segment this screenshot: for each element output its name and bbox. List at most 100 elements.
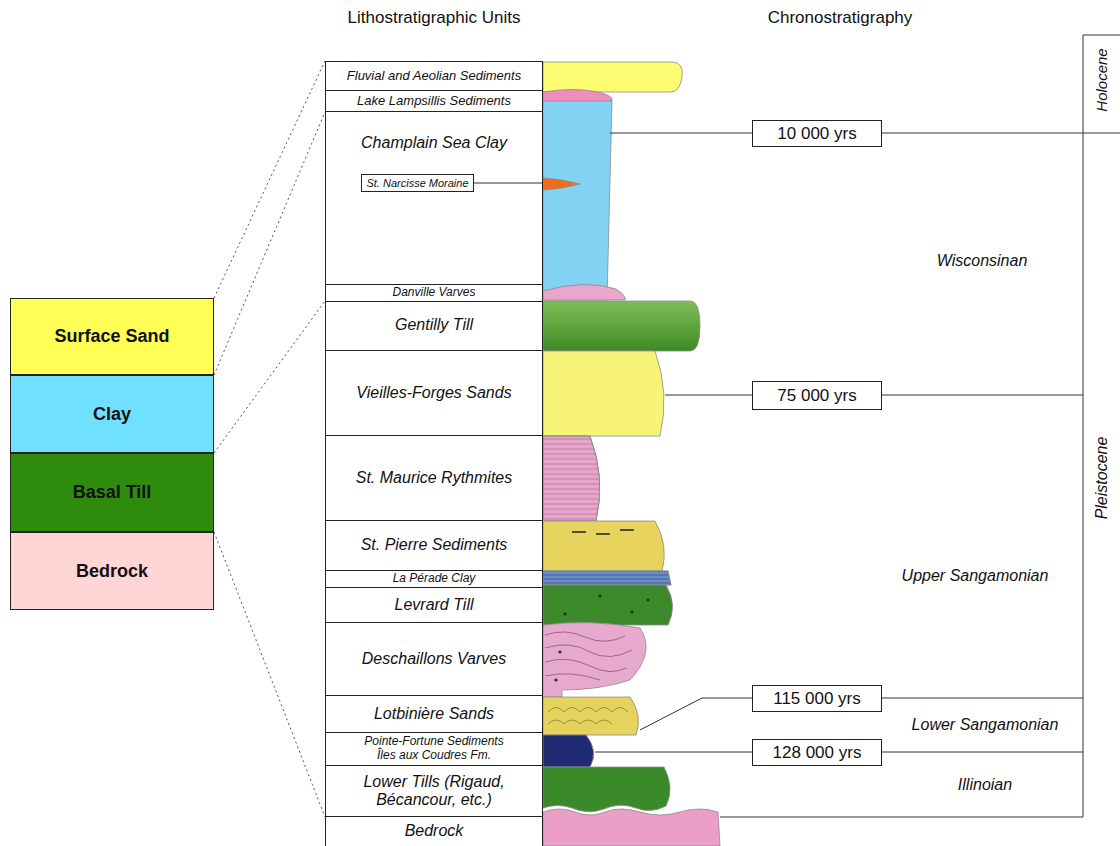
- till-layer: [543, 301, 700, 351]
- unit-name: 75 000 yrs: [777, 386, 856, 406]
- age-box: 10 000 yrs: [752, 120, 882, 147]
- unit-cell: Levrard Till: [325, 588, 543, 623]
- marine-layer: [543, 735, 594, 767]
- period-label: Lower Sangamonian: [912, 716, 1059, 734]
- unit-name: La Pérade Clay: [393, 572, 476, 586]
- unit-cell: Pointe-Fortune SedimentsÎles aux Coudres…: [325, 733, 543, 766]
- unit-name: St. Maurice Rythmites: [356, 469, 512, 487]
- group-leader: [214, 532, 325, 817]
- period-label: Wisconsinan: [937, 252, 1028, 270]
- unit-name: Pointe-Fortune Sediments: [364, 735, 503, 749]
- epoch-divider: [1083, 35, 1084, 817]
- unit-cell: Lake Lampsillis Sediments: [325, 91, 543, 112]
- unit-group-box: Bedrock: [10, 532, 214, 610]
- unit-name: Bedrock: [405, 822, 464, 840]
- group-leader: [214, 112, 325, 375]
- column-heading: Chronostratigraphy: [768, 8, 913, 28]
- moraine-leader: [470, 183, 543, 184]
- period-boundary: [882, 395, 1083, 396]
- sediment-mark: [596, 533, 610, 535]
- till-layer: [543, 767, 670, 812]
- unit-cell: La Pérade Clay: [325, 571, 543, 588]
- unit-cell: Lotbinière Sands: [325, 696, 543, 733]
- rhythmite-hatch: [543, 436, 600, 521]
- rhythmite-layer: [543, 436, 600, 521]
- varve-layer: [543, 623, 646, 697]
- crossbed-mark: [548, 720, 612, 724]
- till-layer: [543, 585, 673, 625]
- unit-cell: St. Pierre Sediments: [325, 521, 543, 571]
- unit-name: St. Pierre Sediments: [361, 536, 508, 554]
- age-box: 115 000 yrs: [752, 685, 882, 712]
- sand-layer: [543, 62, 682, 92]
- unit-name: 10 000 yrs: [777, 124, 856, 144]
- crossbed-mark: [548, 708, 628, 713]
- sediment-mark: [620, 529, 634, 531]
- age-leader: [665, 395, 752, 396]
- period-label: Upper Sangamonian: [902, 567, 1049, 585]
- unit-group-box: Basal Till: [10, 453, 214, 532]
- dropstone: [558, 650, 561, 653]
- varve-lens: [543, 284, 625, 300]
- unit-callout-box: St. Narcisse Moraine: [361, 174, 474, 192]
- unit-group-box: Clay: [10, 375, 214, 453]
- unit-name: 128 000 yrs: [773, 743, 862, 763]
- unit-cell: Deschaillons Varves: [325, 623, 543, 696]
- sediment-mark: [572, 531, 586, 533]
- unit-group-box: Surface Sand: [10, 298, 214, 375]
- period-boundary: [882, 752, 1083, 753]
- varve-fold: [545, 645, 632, 657]
- epoch-label: Holocene: [1093, 48, 1110, 111]
- age-box: 75 000 yrs: [752, 381, 882, 410]
- unit-name: Lake Lampsillis Sediments: [357, 94, 511, 109]
- period-boundary: [882, 698, 1083, 699]
- unit-name: Champlain Sea Clay: [361, 134, 507, 152]
- age-leader: [610, 133, 752, 134]
- unit-name: Fluvial and Aeolian Sediments: [347, 69, 521, 84]
- till-clast: [630, 610, 633, 613]
- varve-fold: [545, 659, 626, 671]
- unit-name: Danville Varves: [393, 286, 476, 300]
- unit-name: 115 000 yrs: [773, 689, 861, 709]
- unit-name: Levrard Till: [395, 596, 474, 614]
- unit-cell: Bedrock: [325, 817, 543, 846]
- age-leader: [595, 752, 752, 753]
- clay-band-hatch: [543, 571, 671, 585]
- unit-cell: Champlain Sea ClaySt. Narcisse Moraine: [325, 112, 543, 285]
- unit-cell: Vieilles-Forges Sands: [325, 351, 543, 436]
- unit-name: Gentilly Till: [395, 316, 473, 334]
- clay-band: [543, 571, 671, 585]
- sand-layer: [543, 697, 638, 735]
- unit-cell: St. Maurice Rythmites: [325, 436, 543, 521]
- unit-cell: Gentilly Till: [325, 301, 543, 351]
- clay-layer: [543, 101, 612, 300]
- period-boundary: [882, 133, 1120, 134]
- varve-fold: [545, 632, 625, 641]
- group-leader: [214, 61, 325, 298]
- unit-name: Bedrock: [76, 561, 148, 582]
- unit-name: Lower Tills (Rigaud, Bécancour, etc.): [334, 773, 534, 810]
- unit-name: Lotbinière Sands: [374, 705, 494, 723]
- moraine-lens: [543, 178, 580, 190]
- unit-name: Surface Sand: [54, 326, 169, 347]
- unit-cell: Lower Tills (Rigaud, Bécancour, etc.): [325, 766, 543, 817]
- bedrock-layer: [543, 809, 720, 846]
- unit-name: Clay: [93, 404, 131, 425]
- group-leader: [214, 301, 325, 453]
- unit-cell: Fluvial and Aeolian Sediments: [325, 61, 543, 91]
- epoch-divider: [1083, 35, 1120, 36]
- unit-name: Îles aux Coudres Fm.: [377, 749, 491, 763]
- unit-name: St. Narcisse Moraine: [366, 177, 468, 190]
- till-clast: [646, 598, 649, 601]
- dropstone: [554, 678, 557, 681]
- column-heading: Lithostratigraphic Units: [348, 8, 521, 28]
- period-boundary: [720, 817, 1083, 818]
- sediment-layer: [543, 521, 664, 571]
- unit-name: Basal Till: [73, 482, 152, 503]
- till-clast: [563, 612, 566, 615]
- unit-cell: Danville Varves: [325, 285, 543, 302]
- till-clast: [598, 594, 601, 597]
- age-box: 128 000 yrs: [752, 739, 882, 766]
- varve-fold: [545, 674, 600, 680]
- unit-name: Vieilles-Forges Sands: [356, 384, 511, 402]
